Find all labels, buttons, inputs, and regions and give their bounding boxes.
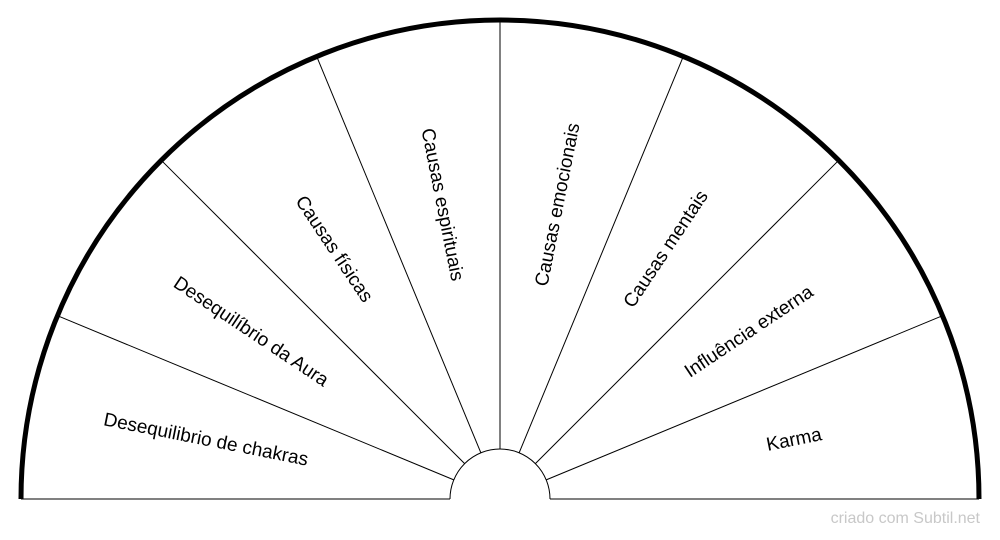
segment-label: Desequilíbrio da Aura — [169, 273, 332, 392]
segment-divider — [57, 315, 455, 481]
segment-label: Causas mentais — [620, 187, 713, 312]
segment-dividers — [57, 20, 943, 481]
segment-label: Karma — [765, 424, 824, 456]
segment-divider — [518, 56, 684, 454]
segment-label: Causas físicas — [291, 192, 377, 306]
segment-divider — [316, 56, 482, 454]
segment-label: Desequilibrio de chakras — [102, 409, 310, 470]
segment-label: Causas emocionais — [532, 121, 585, 288]
segment-divider — [535, 159, 840, 464]
inner-arc — [449, 448, 551, 500]
segment-labels: Desequilibrio de chakras Desequilíbrio da… — [102, 121, 824, 470]
segment-divider — [545, 315, 943, 481]
segment-divider — [160, 159, 465, 464]
segment-label: Causas espirituais — [417, 126, 468, 282]
segment-label: Influência externa — [681, 281, 818, 382]
credit-text: criado com Subtil.net — [830, 510, 980, 527]
outer-arc — [18, 17, 982, 500]
